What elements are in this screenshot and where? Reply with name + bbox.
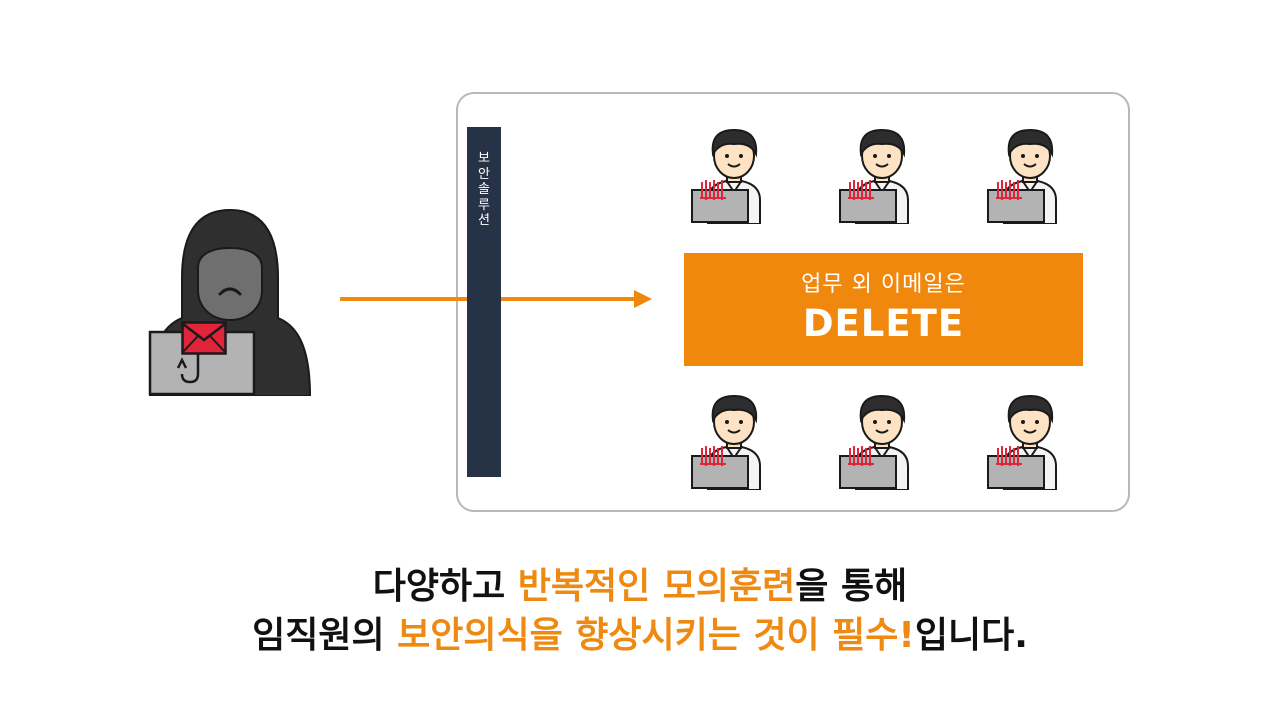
employee-at-laptop-icon bbox=[838, 124, 926, 225]
caption-line-1: 다양하고 반복적인 모의훈련을 통해 bbox=[0, 562, 1280, 611]
banner-subtitle: 업무 외 이메일은 bbox=[801, 272, 966, 297]
caption-line-2-text-b: 입니다. bbox=[914, 615, 1028, 656]
employee-at-laptop-icon bbox=[986, 390, 1074, 491]
caption-line-2: 임직원의 보안의식을 향상시키는 것이 필수!입니다. bbox=[0, 611, 1280, 660]
delete-banner: 업무 외 이메일은 DELETE bbox=[684, 253, 1083, 366]
employee-at-laptop-icon bbox=[986, 124, 1074, 225]
caption-line-1-highlight: 반복적인 모의훈련 bbox=[517, 566, 796, 607]
caption-line-2-highlight: 보안의식을 향상시키는 것이 필수! bbox=[397, 615, 915, 656]
caption-line-1-text-a: 다양하고 bbox=[372, 566, 518, 607]
hacker-icon bbox=[148, 208, 312, 397]
caption-line-1-text-b: 을 통해 bbox=[795, 566, 908, 607]
employee-at-laptop-icon bbox=[838, 390, 926, 491]
banner-title: DELETE bbox=[802, 302, 965, 345]
phishing-envelope-icon bbox=[181, 321, 227, 355]
employee-at-laptop-icon bbox=[690, 124, 778, 225]
caption: 다양하고 반복적인 모의훈련을 통해 임직원의 보안의식을 향상시키는 것이 필… bbox=[0, 562, 1280, 660]
caption-line-2-text-a: 임직원의 bbox=[252, 615, 398, 656]
employee-at-laptop-icon bbox=[690, 390, 778, 491]
